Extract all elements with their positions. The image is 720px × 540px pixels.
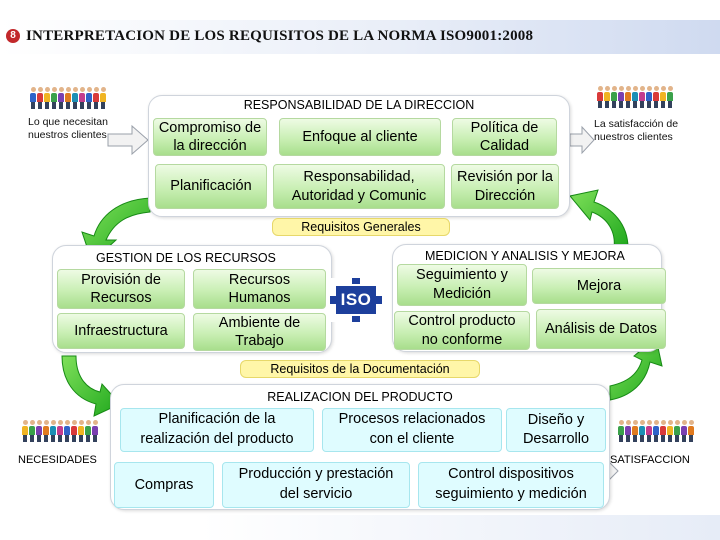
person-figure-icon [86,87,92,109]
person-figure-icon [632,420,638,442]
analisis-box: Análisis de Datos [536,309,666,349]
person-figure-icon [43,420,49,442]
person-figure-icon [65,87,71,109]
person-figure-icon [36,420,42,442]
person-figure-icon [618,420,624,442]
person-figure-icon [639,86,645,108]
person-figure-icon [72,87,78,109]
mejora-box: Mejora [532,268,666,304]
revision-box: Revisión por la Dirección [451,164,559,209]
control-dispositivos-box: Control dispositivos seguimiento y medic… [418,462,604,508]
person-figure-icon [625,86,631,108]
people-group-icon [22,420,98,442]
person-figure-icon [639,420,645,442]
person-figure-icon [85,420,91,442]
producto-title: REALIZACION DEL PRODUCTO [267,390,453,404]
person-figure-icon [22,420,28,442]
people-group-icon [30,87,106,109]
person-figure-icon [58,87,64,109]
person-figure-icon [604,86,610,108]
people-group-icon [618,420,694,442]
responsabilidad-box: Responsabilidad, Autoridad y Comunic [273,164,445,209]
provision-box: Provisión de Recursos [57,269,185,309]
arrow-right-icon [569,125,595,155]
person-figure-icon [618,86,624,108]
requisitos-documentacion-band: Requisitos de la Documentación [240,360,480,378]
infraestructura-box: Infraestructura [57,313,185,349]
person-figure-icon [30,87,36,109]
iso-logo-text: ISO [340,290,372,309]
seguimiento-box: Seguimiento y Medición [397,264,527,306]
medicion-title: MEDICION Y ANALISIS Y MEJORA [425,249,625,263]
person-figure-icon [625,420,631,442]
person-figure-icon [93,87,99,109]
person-figure-icon [667,420,673,442]
necesidades-label: NECESIDADES [18,454,97,466]
bottom-strip [200,515,720,540]
person-figure-icon [660,420,666,442]
recursos-title: GESTION DE LOS RECURSOS [96,251,276,265]
page-title: INTERPRETACION DE LOS REQUISITOS DE LA N… [26,28,534,44]
person-figure-icon [100,87,106,109]
person-figure-icon [646,420,652,442]
person-figure-icon [44,87,50,109]
politica-box: Política de Calidad [452,118,557,156]
compras-box: Compras [114,462,214,508]
person-figure-icon [64,420,70,442]
person-figure-icon [50,420,56,442]
person-figure-icon [71,420,77,442]
person-figure-icon [611,86,617,108]
customer-satisfaction-label: La satisfacción de nuestros clientes [594,118,679,144]
requisitos-generales-band: Requisitos Generales [272,218,450,236]
person-figure-icon [653,86,659,108]
person-figure-icon [681,420,687,442]
diseno-box: Diseño y Desarrollo [506,408,606,452]
person-figure-icon [660,86,666,108]
title-bar [0,20,720,54]
person-figure-icon [688,420,694,442]
planificacion-realizacion-box: Planificación de la realización del prod… [120,408,314,452]
person-figure-icon [51,87,57,109]
person-figure-icon [646,86,652,108]
person-figure-icon [674,420,680,442]
person-figure-icon [597,86,603,108]
person-figure-icon [57,420,63,442]
person-figure-icon [37,87,43,109]
person-figure-icon [29,420,35,442]
humanos-box: Recursos Humanos [193,269,326,309]
person-figure-icon [92,420,98,442]
procesos-cliente-box: Procesos relacionados con el cliente [322,408,502,452]
planificacion-box: Planificación [155,164,267,209]
produccion-box: Producción y prestación del servicio [222,462,410,508]
customer-needs-label: Lo que necesitan nuestros clientes [28,116,108,142]
satisfaccion-label: SATISFACCION [610,454,690,466]
compromiso-box: Compromiso de la dirección [153,118,267,156]
iso-logo-icon: ISO [330,278,382,322]
curved-arrow-icon [569,189,629,249]
person-figure-icon [653,420,659,442]
person-figure-icon [632,86,638,108]
enfoque-box: Enfoque al cliente [279,118,441,156]
ambiente-box: Ambiente de Trabajo [193,313,326,351]
arrow-right-icon [107,124,149,156]
person-figure-icon [79,87,85,109]
control-no-conforme-box: Control producto no conforme [394,311,530,350]
person-figure-icon [667,86,673,108]
person-figure-icon [78,420,84,442]
direccion-title: RESPONSABILIDAD DE LA DIRECCION [243,98,475,112]
title-bullet-icon: 8 [6,29,20,43]
people-group-icon [597,86,673,108]
